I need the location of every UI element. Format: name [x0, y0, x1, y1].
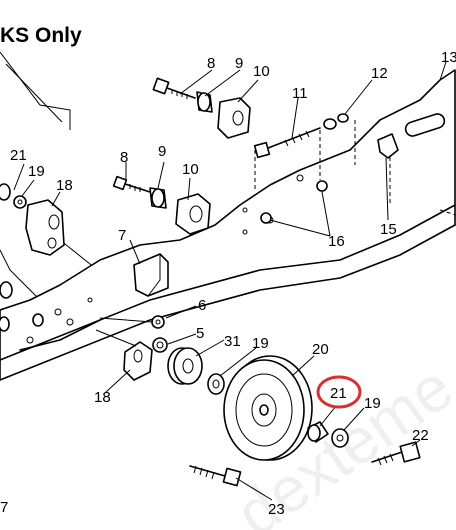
callout-23: 23: [268, 501, 285, 518]
callout-19-right: 19: [364, 395, 381, 412]
leader-lines: [13, 61, 447, 501]
callout-21-highlighted: 21: [330, 385, 347, 402]
washer-19-middle: [207, 373, 225, 395]
callout-9-middle: 9: [158, 143, 166, 160]
bushing-21: [307, 421, 329, 443]
bushing-9-middle: [149, 187, 167, 209]
callout-7: 7: [118, 227, 126, 244]
nut-16: [260, 180, 328, 224]
diagram-title: KS Only: [0, 24, 82, 47]
left-partial-parts: [0, 281, 44, 332]
callout-22: 22: [412, 427, 429, 444]
callout-8-top: 8: [207, 55, 215, 72]
callout-16: 16: [328, 233, 345, 250]
block-10-top: [217, 97, 251, 139]
callout-31: 31: [224, 333, 241, 350]
block-10-middle: [175, 193, 211, 235]
bolt-8-top: [152, 77, 196, 99]
callout-6: 6: [198, 297, 206, 314]
bracket-18-upper: [25, 199, 65, 256]
callout-5: 5: [196, 325, 204, 342]
callout-10-middle: 10: [182, 161, 199, 178]
callout-8-middle: 8: [120, 149, 128, 166]
callout-labels: 8 9 10 11 12 13 21 19 18 8 9 10 7 16 15 …: [0, 49, 456, 518]
callout-19-middle: 19: [252, 335, 269, 352]
bushing-9-top: [196, 91, 213, 113]
fastener-6: [99, 315, 165, 329]
bolt-22: [371, 441, 421, 466]
fastener-5: [152, 337, 168, 353]
bolt-8-middle: [112, 175, 151, 193]
callout-10-top: 10: [253, 63, 270, 80]
nut-12: [323, 113, 349, 130]
spacer-31: [167, 347, 203, 385]
bolt-23: [189, 465, 242, 487]
cap-7: [133, 253, 169, 297]
callout-9-top: 9: [235, 55, 243, 72]
spacer-21-upper: [0, 183, 27, 209]
highlight-circle: [316, 375, 362, 409]
idler-wheel-20: [223, 355, 313, 461]
callout-21-upper: 21: [10, 147, 27, 164]
callout-18-lower: 18: [94, 389, 111, 406]
clip-15: [377, 133, 399, 159]
bracket-18-lower: [123, 341, 153, 381]
callout-7-lower: 7: [0, 499, 8, 516]
callout-19-upper: 19: [28, 163, 45, 180]
callout-13: 13: [441, 49, 456, 66]
bolt-11: [253, 127, 321, 159]
callout-18-upper: 18: [56, 177, 73, 194]
alignment-lines: [254, 120, 456, 216]
callout-20: 20: [312, 341, 329, 358]
washer-19-right: [331, 428, 349, 448]
callout-15: 15: [380, 221, 397, 238]
detail-bracket: [0, 51, 111, 301]
callout-12: 12: [371, 65, 388, 82]
callout-11: 11: [292, 85, 308, 102]
